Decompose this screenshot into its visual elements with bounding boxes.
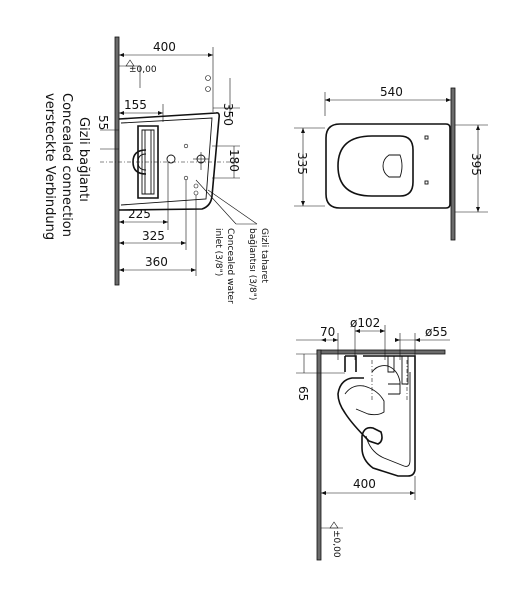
note-water-2: inlet (3/8") — [213, 228, 223, 276]
note-water-1: Concealed water — [225, 228, 235, 304]
side-view-slab — [316, 349, 446, 355]
dim-395: 395 — [469, 153, 483, 176]
top-view: 400 ±0,00 350 155 55 — [96, 36, 258, 286]
dim-400-top: 400 — [153, 40, 176, 54]
dim-400-side: 400 — [353, 477, 376, 491]
dim-70: 70 — [320, 325, 335, 339]
connection-label: Gizli bağlantı Concealed connection vers… — [42, 93, 91, 240]
side-view: 70 ø102 ø55 65 400 — [296, 316, 450, 561]
label-concealed-connection: Concealed connection — [59, 93, 74, 237]
note-taharet-1: Gizli taharet — [259, 228, 269, 283]
inlet-notes: Gizli taharet bağlantısı (3/8") Conceale… — [213, 228, 269, 304]
dim-55: 55 — [96, 115, 110, 130]
note-taharet-2: bağlantısı (3/8") — [247, 228, 257, 300]
level-side: ±0,00 — [331, 530, 341, 558]
dim-phi55: ø55 — [425, 325, 448, 339]
dim-180: 180 — [227, 149, 241, 172]
top-view-wall — [114, 36, 120, 286]
level-top: ±0,00 — [129, 65, 157, 75]
label-gizli-baglanti: Gizli bağlantı — [76, 117, 91, 202]
dim-360: 360 — [145, 255, 168, 269]
plan-view: 540 335 395 — [294, 85, 488, 241]
dim-phi102: ø102 — [350, 316, 380, 330]
dim-325: 325 — [142, 229, 165, 243]
dim-155: 155 — [124, 98, 147, 112]
label-versteckte-verbindung: versteckte Verbindung — [42, 93, 57, 240]
side-view-wall — [316, 349, 322, 561]
dim-335: 335 — [295, 152, 309, 175]
dim-350: 350 — [221, 103, 235, 126]
dim-65: 65 — [296, 386, 310, 401]
dim-540: 540 — [380, 85, 403, 99]
plan-view-wall — [450, 87, 456, 241]
dim-225: 225 — [128, 207, 151, 221]
